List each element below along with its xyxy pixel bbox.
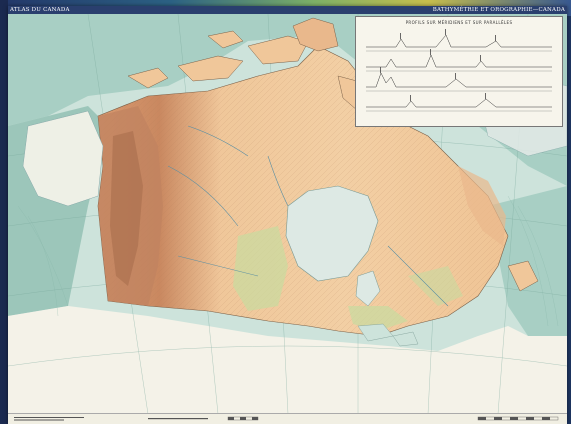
profiles-inset: PROFILS SUR MÉRIDIENS ET SUR PARALLÈLES: [355, 16, 563, 127]
map-footer: [8, 413, 567, 424]
atlas-title: ATLAS DU CANADA: [10, 7, 70, 13]
scale-bar-icon: [14, 416, 559, 421]
topographic-map-icon: [8, 6, 567, 424]
profile-chart-icon: [366, 29, 552, 112]
map-sheet[interactable]: ATLAS DU CANADA BATHYMÉTRIE ET OROGRAPHI…: [8, 6, 567, 424]
map-title: BATHYMÉTRIE ET OROGRAPHIE—CANADA: [432, 7, 565, 13]
left-edge: [0, 0, 8, 424]
inset-title: PROFILS SUR MÉRIDIENS ET SUR PARALLÈLES: [405, 20, 513, 25]
